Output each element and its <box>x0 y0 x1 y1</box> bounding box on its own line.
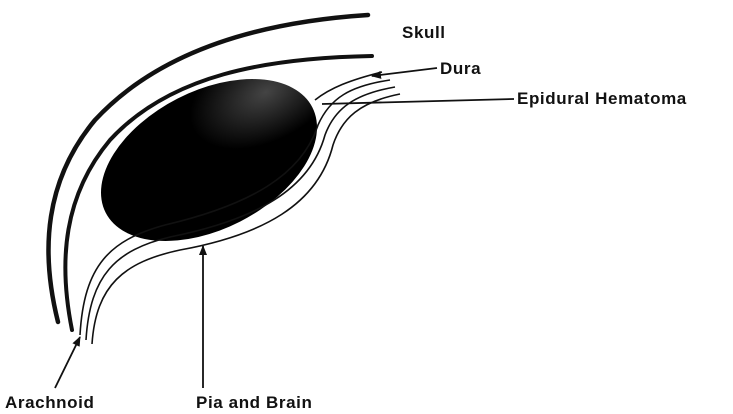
dura-thin-line-1 <box>315 72 382 100</box>
epidural-hematoma-label: Epidural Hematoma <box>517 89 687 108</box>
arachnoid-label: Arachnoid <box>5 393 94 412</box>
pia-and-brain-label: Pia and Brain <box>196 393 312 412</box>
skull-label: Skull <box>402 23 446 42</box>
dura-label: Dura <box>440 59 481 78</box>
arachnoid-arrow <box>55 337 80 388</box>
